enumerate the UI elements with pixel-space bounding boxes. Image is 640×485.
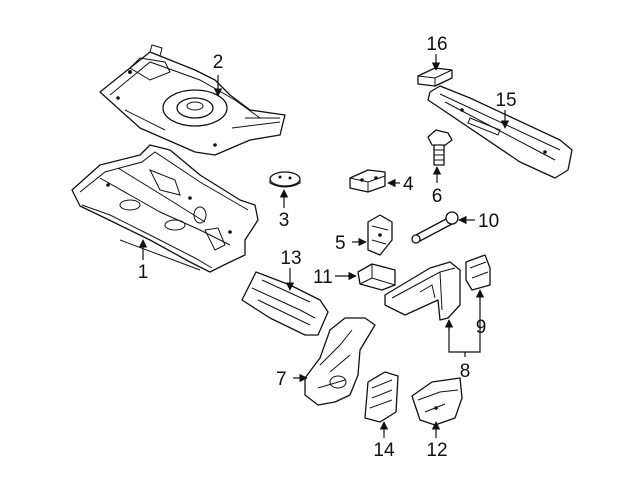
- callout-4: 4: [403, 174, 414, 195]
- part-14-panel: [364, 371, 399, 423]
- callout-8: 8: [460, 361, 471, 382]
- part-3-plug: [269, 171, 301, 188]
- callout-12: 12: [426, 440, 447, 461]
- callout-16: 16: [426, 34, 447, 55]
- callout-1: 1: [138, 262, 149, 283]
- callout-10: 10: [478, 211, 499, 232]
- part-8-side-member: [384, 261, 461, 321]
- part-1-floor-pan: [71, 144, 259, 273]
- part-6-bolt: [427, 129, 453, 166]
- part-4-bracket: [349, 169, 386, 193]
- callout-7: 7: [276, 369, 287, 390]
- callout-labels: 1 2 3 4 5 6 7 8 9 10 11 12 13 14 15 16: [138, 34, 517, 461]
- callout-5: 5: [335, 233, 346, 254]
- callout-14: 14: [373, 440, 395, 461]
- callout-9: 9: [476, 317, 487, 338]
- part-7-rear-member: [304, 317, 376, 406]
- callout-3: 3: [279, 210, 290, 231]
- part-15-rear-panel: [427, 85, 573, 179]
- part-11-bracket: [357, 263, 396, 291]
- part-13-rail: [241, 271, 329, 336]
- part-12-bracket: [411, 377, 463, 426]
- part-5-reinforcement: [367, 214, 393, 256]
- callout-11: 11: [313, 267, 333, 288]
- callout-6: 6: [432, 186, 443, 207]
- callout-2: 2: [213, 52, 224, 73]
- callout-15: 15: [495, 90, 516, 111]
- leader-lines: [138, 54, 510, 438]
- part-9-gusset: [465, 254, 491, 291]
- callout-13: 13: [280, 248, 301, 269]
- part-10-link: [411, 211, 459, 244]
- part-16-clip: [417, 67, 453, 87]
- part-2-rear-floor-pan: [99, 44, 286, 156]
